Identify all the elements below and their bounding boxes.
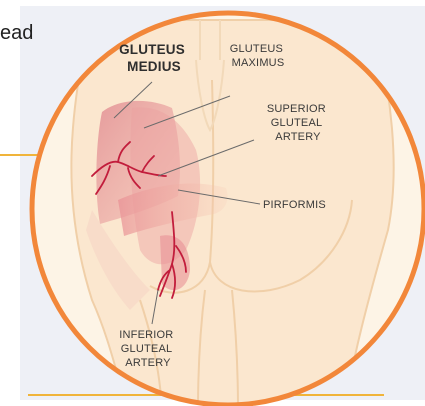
label-superior-gluteal-artery: SUPERIOR GLUTEAL ARTERY (267, 103, 329, 143)
label-piriformis: PIRFORMIS (263, 199, 326, 211)
label-inferior-gluteal-artery: INFERIOR GLUTEAL ARTERY (119, 329, 176, 369)
